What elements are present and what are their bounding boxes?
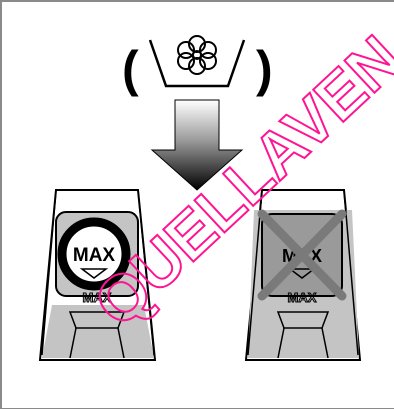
right-lower-label: MAX (288, 290, 317, 305)
right-dispenser: MAX MAX (244, 189, 362, 361)
open-paren: ( (122, 41, 139, 97)
down-arrow-icon (150, 99, 244, 191)
max-line-indicator (79, 268, 109, 279)
flower-icon (177, 35, 217, 75)
left-lower-label: MAX (83, 290, 112, 305)
max-circle (57, 217, 131, 291)
cross-icon (257, 209, 347, 301)
close-paren: ) (256, 41, 273, 97)
left-max-label: MAX (73, 245, 116, 266)
softener-symbol: ( ) (122, 35, 273, 97)
left-dispenser: MAX MAX (38, 189, 157, 361)
basin-icon (148, 39, 246, 88)
